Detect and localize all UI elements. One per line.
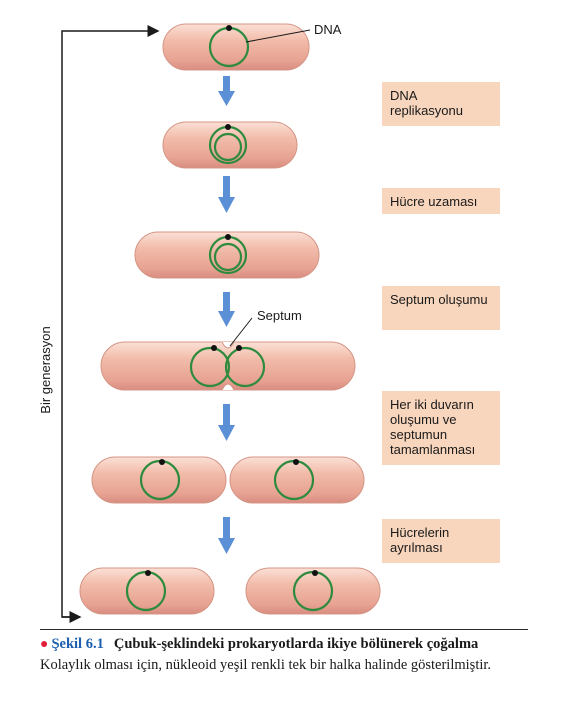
nucleoid-origin-dot bbox=[312, 570, 318, 576]
cell-stage-6-right bbox=[245, 567, 381, 615]
nucleoid-origin-dot bbox=[225, 124, 231, 130]
nucleoid-origin-dot bbox=[236, 345, 242, 351]
nucleoid-origin-dot bbox=[226, 25, 232, 31]
caption-title: Çubuk-şeklindeki prokaryotlarda ikiye bö… bbox=[113, 636, 479, 652]
caption-divider bbox=[40, 629, 528, 630]
nucleoid-origin-dot bbox=[211, 345, 217, 351]
cell-stage-1 bbox=[162, 23, 310, 71]
dna-pointer-line bbox=[245, 29, 311, 43]
binary-fission-diagram: Bir generasyon DNA bbox=[38, 22, 381, 623]
nucleoid-origin-dot bbox=[293, 459, 299, 465]
nucleoid-ring-left bbox=[189, 346, 231, 388]
caption-text: Kolaylık olması için, nükleoid yeşil ren… bbox=[40, 657, 492, 673]
cell-stage-3 bbox=[134, 231, 320, 279]
generation-bracket bbox=[61, 25, 160, 618]
cell-stage-5-left bbox=[91, 456, 227, 504]
step-label-dna-replication: DNA replikasyonu bbox=[382, 82, 500, 126]
caption-bullet-icon: ● bbox=[40, 637, 49, 652]
nucleoid-origin-dot bbox=[225, 234, 231, 240]
cell-stage-5-right bbox=[229, 456, 365, 504]
generation-label: Bir generasyon bbox=[38, 326, 53, 413]
step-arrow-5 bbox=[218, 517, 235, 554]
septum-pointer-line bbox=[229, 317, 253, 347]
cell-stage-2 bbox=[162, 121, 298, 169]
step-label-cell-separation: Hücrelerin ayrılması bbox=[382, 519, 500, 563]
septum-label: Septum bbox=[257, 308, 302, 323]
nucleoid-origin-dot bbox=[145, 570, 151, 576]
step-arrow-1 bbox=[218, 76, 235, 106]
step-arrow-4 bbox=[218, 404, 235, 441]
step-label-cell-elongation: Hücre uzaması bbox=[382, 188, 500, 214]
nucleoid-origin-dot bbox=[159, 459, 165, 465]
nucleoid-ring-inner bbox=[213, 242, 243, 272]
step-label-wall-completion: Her iki duvarın oluşumu ve septumun tama… bbox=[382, 391, 500, 465]
dna-label: DNA bbox=[314, 22, 342, 37]
step-arrow-2 bbox=[218, 176, 235, 213]
cell-stage-6-left bbox=[79, 567, 215, 615]
figure-caption: ●Şekil 6.1 Çubuk-şeklindeki prokaryotlard… bbox=[40, 634, 530, 676]
nucleoid-ring-inner bbox=[213, 132, 243, 162]
step-label-septum-formation: Septum oluşumu bbox=[382, 286, 500, 330]
step-arrow-3 bbox=[218, 292, 235, 327]
cell-stage-4 bbox=[100, 341, 356, 391]
nucleoid-ring-right bbox=[224, 346, 266, 388]
figure-number: Şekil 6.1 bbox=[51, 636, 104, 652]
septum-constriction bbox=[221, 341, 235, 391]
